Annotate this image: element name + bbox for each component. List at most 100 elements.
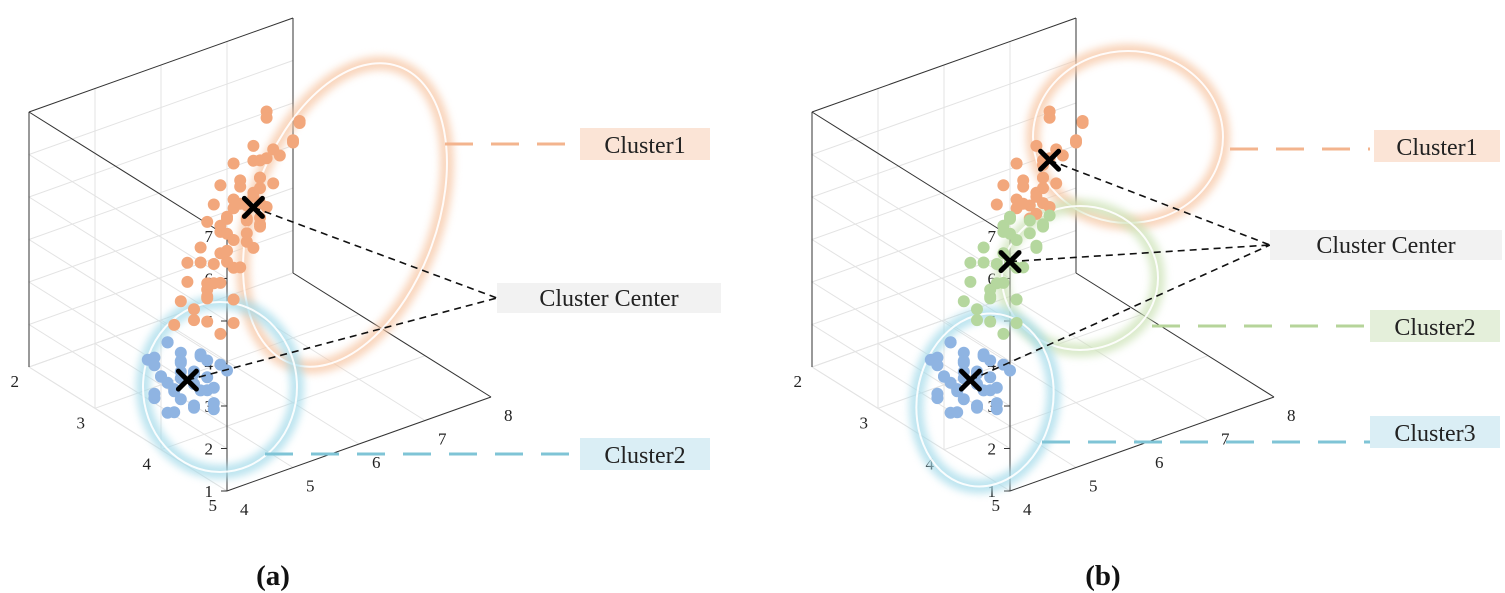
data-point — [267, 177, 280, 190]
data-point — [938, 370, 950, 383]
cluster-halo — [909, 306, 1061, 494]
data-point — [174, 393, 187, 406]
data-point — [260, 201, 273, 213]
data-point — [1037, 182, 1049, 195]
data-point — [214, 276, 227, 289]
data-point — [997, 276, 1010, 289]
floor-grid-y — [811, 272, 1077, 368]
center-connector — [1049, 159, 1271, 246]
panel-label-b: (b) — [1085, 560, 1120, 592]
data-point — [964, 256, 977, 269]
data-point — [181, 256, 194, 269]
cluster-center-label-bg — [497, 283, 721, 313]
data-point — [990, 397, 1003, 410]
data-point — [1004, 212, 1016, 225]
data-point — [247, 139, 260, 152]
data-point — [221, 244, 233, 257]
y-tick-label: 2 — [794, 372, 803, 391]
floor-grid-x — [943, 319, 1143, 445]
cluster-label-bg — [580, 128, 710, 160]
y-tick-label: 5 — [209, 496, 218, 515]
data-point — [174, 346, 187, 359]
data-point — [1010, 234, 1023, 246]
data-point — [990, 258, 1003, 270]
axis-edge — [226, 396, 492, 492]
x-tick-label: 7 — [438, 430, 447, 449]
halo-rim — [915, 312, 1055, 488]
data-point — [227, 317, 240, 329]
center-connector — [187, 297, 498, 381]
data-point — [1076, 117, 1089, 129]
data-point — [188, 314, 200, 327]
data-point — [168, 406, 181, 419]
data-point — [240, 227, 253, 240]
data-point — [207, 381, 220, 394]
data-point — [997, 179, 1010, 192]
halo-rim — [1032, 50, 1224, 224]
data-point — [977, 350, 990, 363]
data-point — [287, 134, 299, 147]
data-point — [1070, 134, 1082, 147]
x-tick-label: 7 — [1221, 430, 1230, 449]
cluster-halo — [136, 295, 304, 479]
data-point — [957, 357, 970, 369]
axis-edge — [1009, 396, 1275, 492]
cluster-center-marker — [998, 250, 1022, 274]
series-cluster1-points — [168, 105, 306, 340]
y-tick-label: 3 — [77, 413, 86, 432]
center-connector — [253, 206, 498, 299]
cluster-center-marker — [241, 195, 265, 219]
data-point — [174, 295, 187, 308]
data-point — [1043, 201, 1056, 213]
data-point — [227, 293, 240, 306]
data-point — [1043, 111, 1056, 124]
center-connector — [1009, 244, 1271, 263]
data-point — [957, 346, 970, 359]
data-point — [214, 358, 227, 371]
data-point — [161, 336, 174, 349]
center-connector — [970, 244, 1271, 381]
data-point — [234, 180, 247, 193]
floor-grid-x — [1009, 296, 1209, 421]
data-point — [944, 336, 957, 349]
data-point — [201, 215, 214, 228]
data-point — [201, 315, 214, 328]
cluster-label: Cluster2 — [604, 443, 685, 469]
cluster-center-marker — [1038, 148, 1062, 172]
y-tick-label: 3 — [860, 413, 869, 432]
series-cluster2-points — [141, 336, 233, 419]
data-point — [1010, 317, 1023, 329]
data-point — [234, 261, 247, 274]
cluster-label-bg — [1374, 130, 1500, 162]
data-point — [1017, 180, 1030, 193]
data-point — [293, 117, 306, 129]
data-point — [254, 171, 266, 184]
axis-edge — [811, 17, 1077, 113]
data-point — [971, 314, 983, 327]
z-tick-label: 1 — [205, 482, 214, 501]
data-point — [971, 303, 983, 316]
data-point — [1010, 157, 1023, 170]
y-tick-label: 2 — [11, 372, 20, 391]
data-point — [240, 235, 253, 248]
z-tick-label: 6 — [988, 270, 997, 289]
data-point — [1030, 239, 1043, 252]
data-point — [984, 371, 997, 384]
panel-label-a: (a) — [256, 560, 290, 592]
data-point — [247, 190, 260, 203]
data-point — [931, 359, 944, 372]
data-point — [188, 303, 200, 316]
data-point — [155, 370, 167, 383]
halo-rim — [142, 301, 298, 473]
floor-grid-x — [160, 319, 360, 445]
data-point — [227, 157, 240, 170]
data-point — [273, 149, 286, 162]
z-tick-label: 2 — [988, 440, 997, 459]
data-point — [1030, 190, 1043, 203]
data-point — [201, 371, 214, 384]
cluster-label-bg — [1370, 416, 1500, 448]
axis-edge — [1075, 272, 1275, 398]
cluster-label-bg — [1370, 310, 1500, 342]
data-point — [194, 241, 207, 254]
data-point — [194, 256, 207, 269]
